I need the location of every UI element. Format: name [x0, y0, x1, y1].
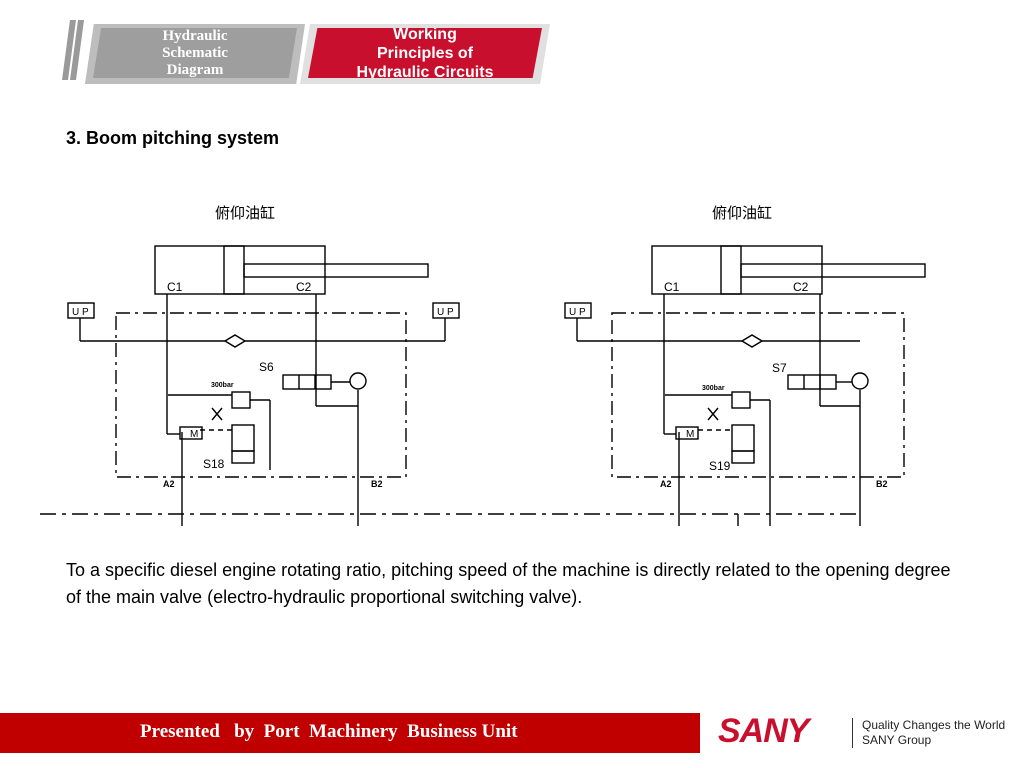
right-sensor-label: U P: [569, 307, 586, 318]
left-c1-label: C1: [167, 280, 183, 294]
left-sensor-right-label: U P: [437, 307, 454, 318]
left-valve-top-label: S6: [259, 360, 274, 374]
left-port-a-label: A2: [163, 479, 175, 489]
logo-divider: [852, 718, 853, 748]
right-valve-bottom-label: S19: [709, 459, 731, 473]
decorative-bars: [62, 20, 84, 80]
slogan-line-1: Quality Changes the World: [862, 718, 1006, 732]
hydraulic-schematic: 俯仰油缸 C1 C2 U P U P 300bar S6 S18 M A2 B2…: [40, 204, 926, 526]
left-circuit: [67, 245, 460, 526]
section-title: 3. Boom pitching system: [66, 128, 280, 148]
slogan-line-2: SANY Group: [862, 733, 932, 747]
right-c2-label: C2: [793, 280, 809, 294]
left-port-b-label: B2: [371, 479, 383, 489]
slogan: Quality Changes the World SANY Group: [862, 718, 1005, 748]
tab-hydraulic-schematic-diagram[interactable]: Hydraulic Schematic Diagram: [85, 24, 305, 84]
left-valve-bottom-label: S18: [203, 457, 225, 471]
footer-bar: [0, 713, 700, 753]
tab-label: Working Principles of Hydraulic Circuits: [356, 25, 494, 81]
right-circuit: [564, 245, 926, 526]
logo-area: [708, 713, 1024, 753]
sany-logo: SANY: [718, 712, 809, 750]
right-port-b-label: B2: [876, 479, 888, 489]
right-valve-top-label: S7: [772, 361, 787, 375]
tab-label: Hydraulic Schematic Diagram: [162, 27, 228, 78]
right-relief-label: 300bar: [702, 385, 725, 392]
body-paragraph: To a specific diesel engine rotating rat…: [66, 560, 951, 607]
tab-working-principles[interactable]: Working Principles of Hydraulic Circuits: [300, 24, 550, 84]
left-relief-label: 300bar: [211, 382, 234, 389]
footer-presented-by: Presented by Port Machinery Business Uni…: [140, 721, 518, 742]
left-motor-label: M: [190, 429, 198, 440]
right-motor-label: M: [686, 429, 694, 440]
right-cylinder-label: 俯仰油缸: [712, 204, 772, 222]
left-cylinder-label: 俯仰油缸: [215, 204, 275, 222]
right-c1-label: C1: [664, 280, 680, 294]
right-port-a-label: A2: [660, 479, 672, 489]
left-c2-label: C2: [296, 280, 312, 294]
left-sensor-left-label: U P: [72, 307, 89, 318]
